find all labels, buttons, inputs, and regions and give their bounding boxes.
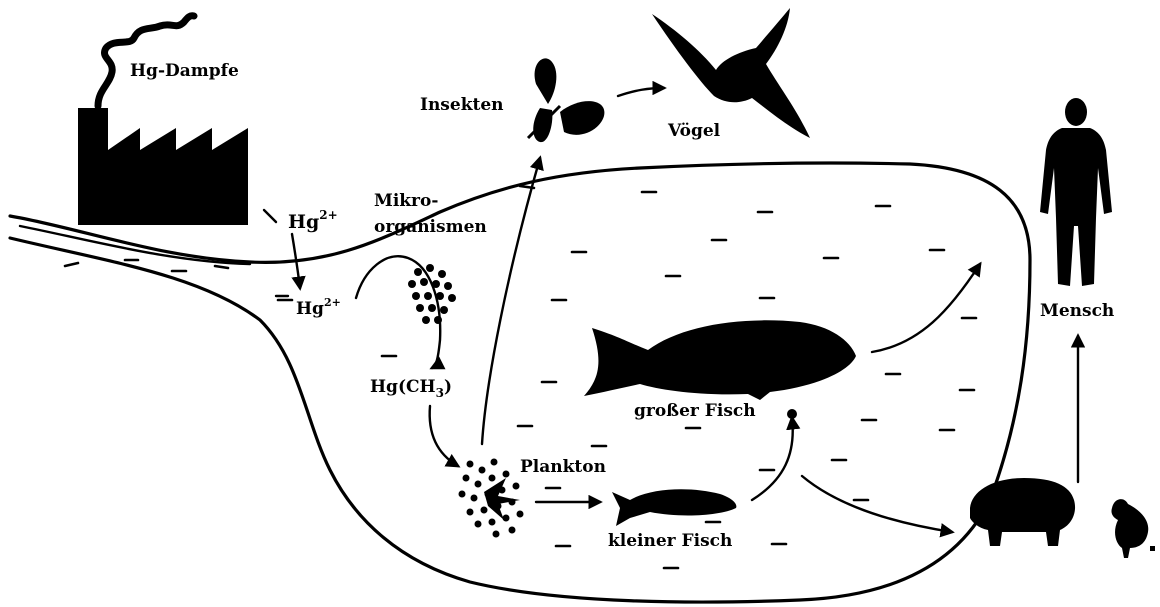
factory-icon (78, 108, 248, 225)
small-fish-to-large-fish-arrow (752, 418, 793, 500)
hg2-lower-label: Hg2+ (296, 296, 341, 319)
insect-icon (528, 58, 604, 142)
insects-label: Insekten (420, 95, 504, 115)
bird-icon (652, 8, 810, 138)
large-fish-arrow-dot (787, 409, 797, 419)
birds-label: Vögel (667, 121, 721, 141)
microorganisms-label-line2: organismen (374, 217, 487, 237)
small-fish-icon (612, 489, 736, 526)
human-label: Mensch (1040, 301, 1114, 321)
large-fish-to-human-arrow (872, 264, 980, 352)
human-icon (1040, 98, 1112, 286)
small-fish-label: kleiner Fisch (608, 531, 732, 551)
methylmercury-label: Hg(CH3) (370, 377, 452, 400)
plankton-cluster-icon (459, 459, 524, 538)
hg-vapor-label: Hg-Dampfe (130, 61, 239, 81)
microorganisms-cluster-icon (408, 264, 456, 324)
hg2-upper-label: Hg2+ (288, 208, 338, 233)
large-fish-label: großer Fisch (634, 401, 756, 421)
methylmercury-to-plankton-arrow (430, 406, 458, 466)
chicken-icon (1111, 499, 1148, 558)
methylation-arrow (356, 256, 440, 368)
hg-deposition-tick (264, 210, 276, 222)
plankton-to-insects-arrow (482, 158, 540, 444)
large-fish-icon (584, 320, 856, 400)
insects-to-birds-arrow (618, 88, 664, 96)
fish-to-livestock-arrow (802, 476, 952, 532)
plankton-label: Plankton (520, 457, 606, 477)
microorganisms-label-line1: Mikro- (374, 191, 438, 211)
pig-icon (970, 478, 1075, 546)
chicken-dot (1150, 546, 1155, 551)
